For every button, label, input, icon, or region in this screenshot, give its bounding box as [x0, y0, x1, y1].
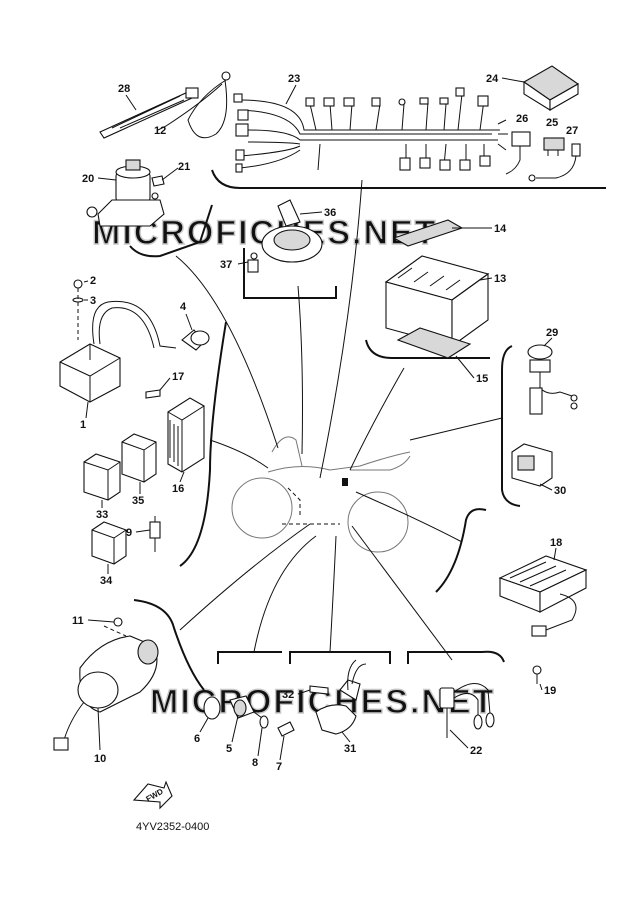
- callout-27: 27: [566, 125, 578, 137]
- callout-5: 5: [226, 743, 232, 755]
- callout-10: 10: [94, 753, 106, 765]
- callout-35: 35: [132, 495, 144, 507]
- callout-19: 19: [544, 685, 556, 697]
- callout-23: 23: [288, 73, 300, 85]
- motorcycle-silhouette: [231, 436, 411, 553]
- neutral-switch: [229, 695, 263, 719]
- ignition-coil: [53, 617, 159, 751]
- callout-31: 31: [344, 743, 356, 755]
- callout-17: 17: [172, 371, 184, 383]
- main-switch: [86, 159, 165, 227]
- callout-2: 2: [90, 275, 96, 287]
- callout-28: 28: [118, 83, 130, 95]
- callout-36: 36: [324, 207, 336, 219]
- callout-15: 15: [476, 373, 488, 385]
- horn: [247, 199, 323, 273]
- callout-12: 12: [154, 125, 166, 137]
- ignition-group-bracket: [129, 204, 213, 258]
- battery: [384, 255, 490, 359]
- callout-25: 25: [546, 117, 558, 129]
- coil-group-bracket: [133, 599, 205, 691]
- relay-33: [83, 453, 121, 501]
- fuse-holder-26: [505, 131, 531, 175]
- callout-37: 37: [220, 259, 232, 271]
- bulb: [181, 329, 210, 351]
- callout-24: 24: [486, 73, 499, 85]
- callout-9: 9: [126, 527, 132, 539]
- wire-band: [157, 71, 231, 139]
- left-group-bracket: [179, 321, 227, 567]
- diagram-code: 4YV2352-0400: [136, 821, 209, 833]
- horn-group-bracket: [243, 248, 337, 299]
- starter-group-bracket: [289, 651, 391, 664]
- callout-22: 22: [470, 745, 482, 757]
- screw-7: [277, 721, 295, 737]
- starter-relay: [309, 659, 367, 735]
- fuse-box: [522, 65, 580, 111]
- wire-harness: [233, 87, 508, 173]
- forward-arrow: FWD: [132, 780, 173, 810]
- rear-brake-switch: [439, 683, 495, 738]
- fuse-holder-27: [528, 143, 581, 182]
- cdi-unit: [59, 279, 177, 403]
- callout-18: 18: [550, 537, 562, 549]
- callout-34: 34: [100, 575, 113, 587]
- callout-3: 3: [90, 295, 96, 307]
- right-group-bracket: [501, 345, 521, 507]
- callout-29: 29: [546, 327, 558, 339]
- callout-11: 11: [72, 615, 84, 627]
- callout-33: 33: [96, 509, 108, 521]
- callout-30: 30: [554, 485, 566, 497]
- callout-20: 20: [82, 173, 94, 185]
- o-ring: [203, 696, 221, 720]
- switch-group-bracket: [407, 650, 505, 664]
- callout-8: 8: [252, 757, 258, 769]
- flasher-29: [527, 344, 578, 415]
- temperature-sensor: [149, 516, 161, 552]
- callout-14: 14: [494, 223, 507, 235]
- leader-lines: [175, 179, 503, 661]
- control-unit: [498, 555, 588, 684]
- harness-group-bracket: [211, 169, 606, 189]
- callout-1: 1: [80, 419, 86, 431]
- callout-32: 32: [282, 689, 294, 701]
- callout-7: 7: [276, 761, 282, 773]
- rectifier-regulator: [145, 389, 205, 473]
- relay-30: [511, 443, 553, 487]
- callouts: 28 12 23 24 26 25 27 20 21 36 37 14 13 1…: [72, 73, 578, 773]
- callout-6: 6: [194, 733, 200, 745]
- relay-34: [91, 521, 127, 565]
- neutral-group-bracket: [217, 651, 282, 664]
- washer: [259, 715, 269, 729]
- callout-13: 13: [494, 273, 506, 285]
- callout-16: 16: [172, 483, 184, 495]
- cable-tie: [99, 87, 199, 139]
- callout-21: 21: [178, 161, 190, 173]
- ecu-group-bracket: [435, 508, 487, 593]
- fuse-25: [543, 137, 565, 156]
- battery-group-bracket: [365, 339, 490, 359]
- relay-35: [121, 433, 157, 483]
- callout-26: 26: [516, 113, 528, 125]
- callout-4: 4: [180, 301, 187, 313]
